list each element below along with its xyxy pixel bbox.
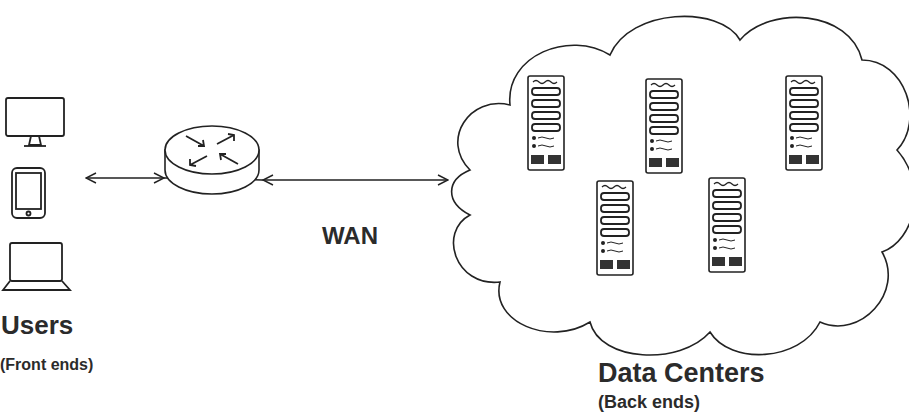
laptop-icon (3, 243, 70, 290)
cloud-outline (452, 16, 909, 355)
node-heading: Data Centers (598, 358, 765, 389)
router-symbol (165, 126, 259, 194)
tablet-icon (12, 168, 45, 218)
server-icon (786, 76, 822, 170)
server-icon (709, 178, 745, 272)
server-icon (528, 76, 564, 170)
server-icon (646, 79, 682, 173)
link-label: WAN (322, 222, 378, 250)
network-link (86, 178, 448, 180)
node-subheading: (Back ends) (598, 392, 700, 413)
router-port-arrowheads (154, 173, 273, 185)
cloud-node: Data Centers (Back ends) (448, 0, 909, 418)
user-group: Users(Front ends) (0, 95, 86, 385)
server-icon (597, 181, 633, 275)
monitor-icon (6, 98, 64, 146)
node-subheading: (Front ends) (0, 356, 93, 374)
node-heading: Users (1, 311, 73, 341)
